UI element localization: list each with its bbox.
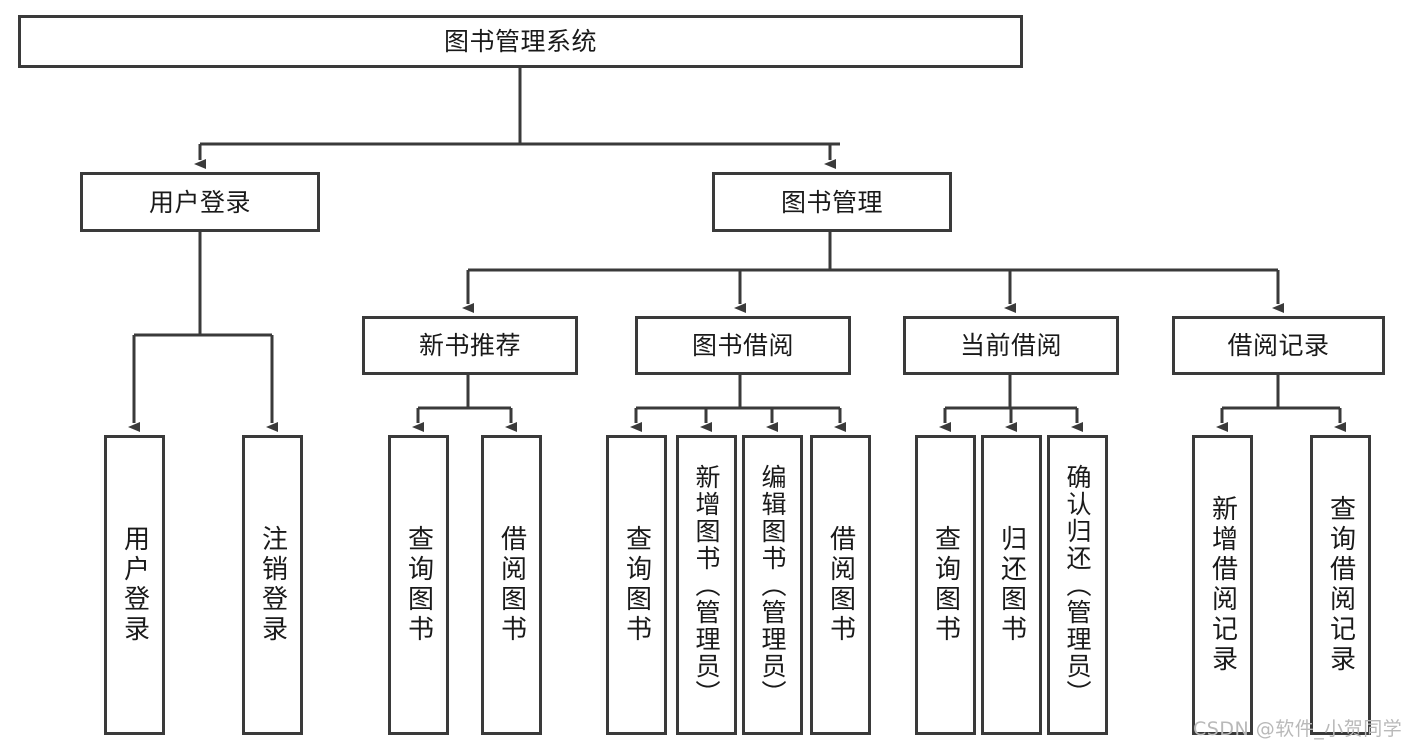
leaf-edit-book-label: 编辑图书（管理员） — [758, 463, 787, 707]
node-book-manage[interactable]: 图书管理 — [712, 172, 952, 232]
leaf-return-book[interactable]: 归还图书 — [981, 435, 1042, 735]
leaf-confirm-return-label: 确认归还（管理员） — [1063, 463, 1092, 707]
leaf-add-record[interactable]: 新增借阅记录 — [1192, 435, 1253, 735]
leaf-query-book-2-label: 查询图书 — [621, 525, 652, 645]
leaf-borrow-book-2-label: 借阅图书 — [825, 525, 856, 645]
node-borrow-record-label: 借阅记录 — [1227, 331, 1330, 360]
node-user-login-label: 用户登录 — [148, 187, 251, 217]
leaf-confirm-return[interactable]: 确认归还（管理员） — [1047, 435, 1108, 735]
leaf-borrow-book-2[interactable]: 借阅图书 — [810, 435, 871, 735]
leaf-query-book-1[interactable]: 查询图书 — [388, 435, 449, 735]
node-current-borrow[interactable]: 当前借阅 — [903, 316, 1119, 375]
leaf-user-login-label: 用户登录 — [119, 525, 150, 645]
node-new-book-recommend[interactable]: 新书推荐 — [362, 316, 578, 375]
node-current-borrow-label: 当前借阅 — [959, 331, 1062, 360]
leaf-query-record[interactable]: 查询借阅记录 — [1310, 435, 1371, 735]
leaf-add-record-label: 新增借阅记录 — [1207, 495, 1238, 675]
leaf-query-book-3[interactable]: 查询图书 — [915, 435, 976, 735]
node-book-manage-label: 图书管理 — [780, 187, 883, 217]
leaf-borrow-book-1[interactable]: 借阅图书 — [481, 435, 542, 735]
leaf-query-book-1-label: 查询图书 — [403, 525, 434, 645]
leaf-add-book-label: 新增图书（管理员） — [692, 463, 721, 707]
node-book-borrow-label: 图书借阅 — [691, 331, 794, 360]
node-book-borrow[interactable]: 图书借阅 — [635, 316, 851, 375]
leaf-logout-login-label: 注销登录 — [257, 525, 288, 645]
node-user-login[interactable]: 用户登录 — [80, 172, 320, 232]
leaf-return-book-label: 归还图书 — [996, 525, 1027, 645]
node-root[interactable]: 图书管理系统 — [18, 15, 1023, 68]
node-root-label: 图书管理系统 — [443, 27, 597, 56]
leaf-add-book[interactable]: 新增图书（管理员） — [676, 435, 737, 735]
leaf-user-login[interactable]: 用户登录 — [104, 435, 165, 735]
node-borrow-record[interactable]: 借阅记录 — [1172, 316, 1385, 375]
node-new-book-recommend-label: 新书推荐 — [418, 331, 521, 360]
leaf-logout-login[interactable]: 注销登录 — [242, 435, 303, 735]
leaf-query-book-3-label: 查询图书 — [930, 525, 961, 645]
leaf-query-record-label: 查询借阅记录 — [1325, 495, 1356, 675]
leaf-query-book-2[interactable]: 查询图书 — [606, 435, 667, 735]
leaf-borrow-book-1-label: 借阅图书 — [496, 525, 527, 645]
leaf-edit-book[interactable]: 编辑图书（管理员） — [742, 435, 803, 735]
